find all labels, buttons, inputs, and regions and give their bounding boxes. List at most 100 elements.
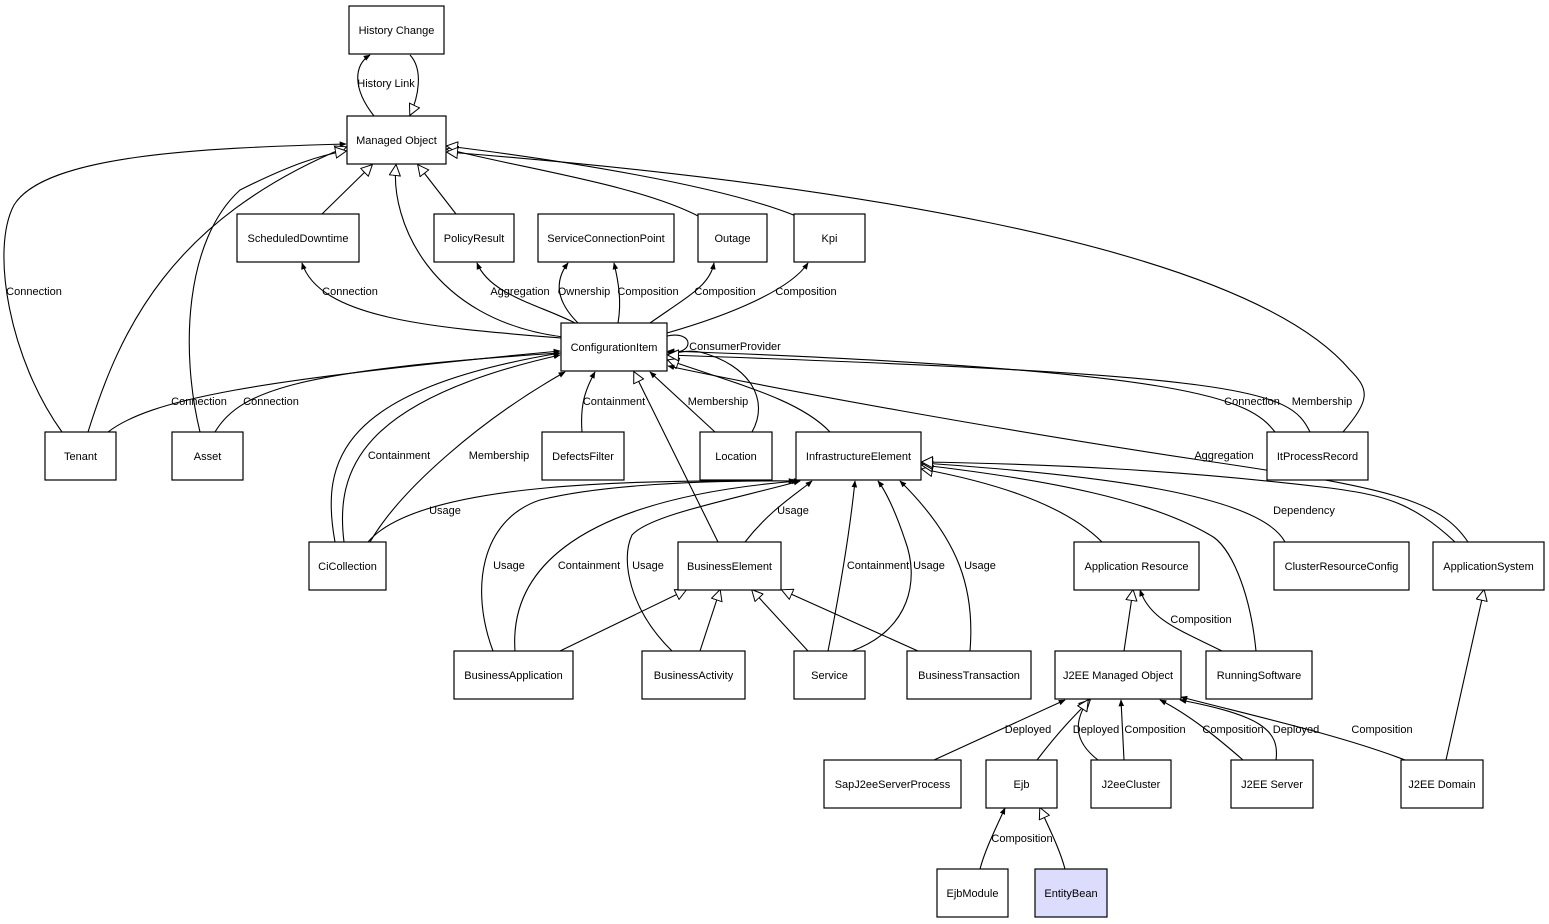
edge-label-defects-filter-containment: Containment <box>583 396 645 408</box>
edge-label-configuration-item-connection: Connection <box>322 286 378 298</box>
node-managed-object[interactable]: Managed Object <box>346 115 447 165</box>
node-box <box>453 650 574 700</box>
node-label: Ejb <box>1014 779 1030 791</box>
node-box <box>1205 650 1313 700</box>
node-label: Kpi <box>822 233 838 245</box>
node-scheduled-downtime[interactable]: ScheduledDowntime <box>236 213 360 263</box>
node-application-system[interactable]: ApplicationSystem <box>1432 541 1545 591</box>
node-label: InfrastructureElement <box>806 451 911 463</box>
edge-ci-collection-to-configuration-item-association <box>330 351 561 543</box>
edge-application-system-to-infrastructure-element-inheritance <box>922 462 1456 543</box>
node-business-application[interactable]: BusinessApplication <box>453 650 574 700</box>
node-location[interactable]: Location <box>699 431 773 481</box>
edge-entity-bean-to-ejb-inheritance <box>1040 808 1066 870</box>
edge-label-j2ee-cluster-deployed: Deployed <box>1073 724 1119 736</box>
node-box <box>906 650 1032 700</box>
edge-label-tenant-connection: Connection <box>171 396 227 408</box>
node-business-element[interactable]: BusinessElement <box>677 541 782 591</box>
node-box <box>677 541 782 591</box>
node-it-process-record[interactable]: ItProcessRecord <box>1266 431 1369 481</box>
node-box <box>1090 759 1172 809</box>
edge-scheduled-downtime-to-managed-object-inheritance <box>321 165 372 215</box>
edge-label-business-element-usage: Usage <box>777 505 809 517</box>
node-label: BusinessTransaction <box>918 670 1020 682</box>
node-label: RunningSoftware <box>1217 670 1301 682</box>
node-ci-collection[interactable]: CiCollection <box>308 541 387 591</box>
edge-service-to-infrastructure-element-association <box>851 480 912 652</box>
edge-ci-collection-to-configuration-item-association <box>369 371 566 543</box>
node-label: History Change <box>359 25 435 37</box>
edge-label-tenant-connection: Connection <box>6 286 62 298</box>
node-box <box>823 759 962 809</box>
edge-business-element-to-configuration-item-inheritance <box>634 372 719 543</box>
edge-label-business-application-usage: Usage <box>493 560 525 572</box>
node-label: ItProcessRecord <box>1277 451 1358 463</box>
node-j2ee-server[interactable]: J2EE Server <box>1230 759 1314 809</box>
edge-business-activity-to-infrastructure-element-association <box>626 479 801 652</box>
node-box <box>793 650 866 700</box>
edge-infrastructure-element-to-configuration-item-inheritance <box>668 360 831 433</box>
node-tenant[interactable]: Tenant <box>44 431 117 481</box>
edge-label-j2ee-server-deployed: Deployed <box>1273 724 1319 736</box>
edge-label-ci-collection-usage: Usage <box>429 505 461 517</box>
edge-j2ee-domain-to-j2ee-managed-object-association <box>1180 695 1406 761</box>
edge-label-j2ee-cluster-composition: Composition <box>1124 724 1185 736</box>
edge-label-ci-collection-containment: Containment <box>368 450 430 462</box>
edge-ci-collection-to-configuration-item-association <box>341 353 561 543</box>
node-configuration-item[interactable]: ConfigurationItem <box>560 322 668 372</box>
node-business-transaction[interactable]: BusinessTransaction <box>906 650 1032 700</box>
edge-business-transaction-to-business-element-inheritance <box>782 590 919 652</box>
node-kpi[interactable]: Kpi <box>793 213 866 263</box>
node-box <box>236 213 360 263</box>
node-asset[interactable]: Asset <box>171 431 244 481</box>
node-service-connection-point[interactable]: ServiceConnectionPoint <box>537 213 675 263</box>
edge-label-it-process-record-membership: Membership <box>1292 396 1353 408</box>
node-label: Tenant <box>64 451 97 463</box>
edges-layer <box>3 54 1484 870</box>
edge-asset-to-configuration-item-association <box>214 350 561 433</box>
node-label: ConfigurationItem <box>571 342 658 354</box>
node-j2ee-managed-object[interactable]: J2EE Managed Object <box>1054 650 1182 700</box>
node-running-software[interactable]: RunningSoftware <box>1205 650 1313 700</box>
edge-service-to-infrastructure-element-association <box>827 480 858 652</box>
node-application-resource[interactable]: Application Resource <box>1073 541 1200 591</box>
node-cluster-resource-config[interactable]: ClusterResourceConfig <box>1273 541 1410 591</box>
node-box <box>1054 650 1182 700</box>
node-label: J2EE Server <box>1241 779 1303 791</box>
node-label: SapJ2eeServerProcess <box>835 779 951 791</box>
edge-kpi-to-managed-object-inheritance <box>447 146 797 217</box>
node-sap-j2ee-server-process[interactable]: SapJ2eeServerProcess <box>823 759 962 809</box>
node-ejb-module[interactable]: EjbModule <box>936 868 1009 918</box>
edge-application-resource-to-infrastructure-element-inheritance <box>922 469 1103 543</box>
node-defects-filter[interactable]: DefectsFilter <box>541 431 625 481</box>
node-j2ee-cluster[interactable]: J2eeCluster <box>1090 759 1172 809</box>
node-label: ClusterResourceConfig <box>1285 561 1399 573</box>
edge-label-configuration-item-ownership: Ownership <box>558 286 611 298</box>
node-label: BusinessElement <box>687 561 772 573</box>
node-business-activity[interactable]: BusinessActivity <box>641 650 746 700</box>
edge-application-system-to-configuration-item-association <box>667 364 1469 543</box>
node-entity-bean[interactable]: EntityBean <box>1034 868 1108 918</box>
node-policy-result[interactable]: PolicyResult <box>433 213 515 263</box>
edge-label-configuration-item-aggregation: Aggregation <box>490 286 549 298</box>
node-history-change[interactable]: History Change <box>348 5 445 55</box>
node-j2ee-domain[interactable]: J2EE Domain <box>1400 759 1484 809</box>
edge-location-to-configuration-item-association <box>649 371 716 433</box>
node-label: Outage <box>714 233 750 245</box>
node-label: ServiceConnectionPoint <box>547 233 664 245</box>
edge-j2ee-cluster-to-j2ee-managed-object-association <box>1118 699 1125 761</box>
edge-configuration-item-to-service-connection-point-association <box>558 262 579 324</box>
node-box <box>1432 541 1545 591</box>
edge-configuration-item-to-outage-association <box>649 262 716 324</box>
node-outage[interactable]: Outage <box>697 213 768 263</box>
node-service[interactable]: Service <box>793 650 866 700</box>
node-label: ApplicationSystem <box>1443 561 1534 573</box>
edge-label-business-application-containment: Containment <box>558 560 620 572</box>
node-ejb[interactable]: Ejb <box>985 759 1058 809</box>
edge-label-location-membership: Membership <box>688 396 749 408</box>
node-box <box>936 868 1009 918</box>
edge-configuration-item-to-service-connection-point-association <box>612 262 621 324</box>
node-infrastructure-element[interactable]: InfrastructureElement <box>795 431 922 481</box>
